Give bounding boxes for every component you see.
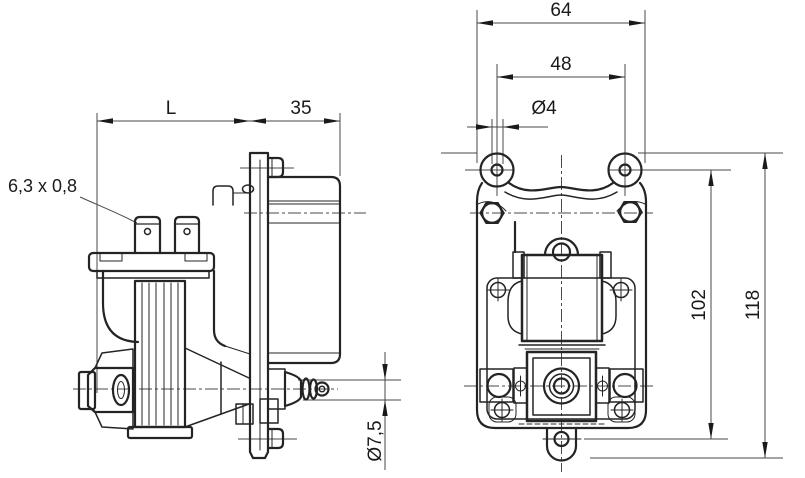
dim-35-label: 35	[290, 98, 311, 119]
dim-48-label: 48	[550, 54, 571, 75]
bracket-curve-outer	[507, 181, 615, 192]
arrow-icon	[250, 118, 266, 124]
arrow-icon	[382, 364, 388, 380]
arrow-icon	[234, 118, 250, 124]
volute-funnel	[184, 345, 251, 428]
mounting-ears	[479, 152, 643, 188]
stator-outline	[520, 253, 604, 343]
bobbin-left	[507, 280, 523, 335]
arrow-icon	[708, 170, 714, 186]
dim-64-label: 64	[550, 0, 572, 21]
dim-outlet-label: Ø7,5	[365, 420, 386, 461]
stator	[507, 220, 617, 350]
connector-lens-core	[117, 381, 125, 399]
dim-hole-label: Ø4	[531, 98, 557, 119]
cylinder-right	[609, 368, 644, 403]
ear-right	[607, 152, 643, 188]
arrow-icon	[762, 442, 768, 458]
dim-L-label: L	[166, 98, 177, 119]
motor-outline	[266, 175, 342, 365]
arrow-icon	[477, 20, 493, 26]
inlet-connector	[77, 348, 135, 430]
wing-left	[513, 367, 528, 404]
ear-right-hole	[618, 163, 632, 177]
front-view-dimensions: 64 48 Ø4 102 118	[441, 0, 783, 472]
top-ring-hole	[551, 242, 572, 262]
arrow-icon	[629, 20, 645, 26]
barb-tip	[314, 381, 330, 397]
bottom-bolt	[266, 427, 285, 450]
plate-rib	[259, 398, 279, 424]
arrow-icon	[97, 118, 113, 124]
hex-bolt-right	[617, 201, 643, 223]
bracket-curve-inner	[504, 191, 618, 200]
terminal-right-hole	[183, 227, 191, 236]
arrow-icon	[762, 153, 768, 169]
coil-body-right	[212, 269, 227, 348]
coil-cap	[87, 251, 216, 273]
connector-port	[77, 370, 97, 411]
terminal-left	[133, 215, 162, 255]
motor-housing	[266, 175, 342, 365]
side-view-pump	[77, 151, 342, 460]
barb-tip-hole	[318, 385, 326, 393]
wing-right	[595, 367, 610, 404]
block-inner	[532, 357, 591, 416]
plate-outline	[248, 151, 270, 460]
dim-118-label: 118	[743, 290, 764, 320]
block-boss-hole	[552, 377, 571, 395]
ear-left	[479, 152, 515, 188]
mounting-plate	[212, 151, 285, 460]
arrow-icon	[382, 400, 388, 416]
coil-cap-notch-right	[184, 252, 208, 262]
arrow-icon	[708, 423, 714, 439]
stator-tab-right	[599, 251, 612, 279]
lamination-stack	[126, 279, 194, 440]
front-view-pump	[475, 152, 648, 462]
plate-top-hook	[212, 185, 234, 206]
arrow-icon	[609, 74, 625, 80]
pump-block	[479, 350, 644, 425]
hex-bolt-left	[479, 202, 505, 224]
arrow-icon	[497, 74, 513, 80]
tab-outline	[545, 426, 578, 462]
stator-tab-left	[512, 251, 525, 279]
block-boss-outer	[542, 367, 581, 405]
barb-ridge	[308, 378, 319, 400]
face-plate	[486, 277, 636, 420]
spade-terminals	[133, 215, 201, 255]
plate-rivet	[241, 184, 255, 194]
top-ring	[543, 237, 580, 257]
block-boss-mid	[548, 373, 575, 399]
terminal-size-label: 6,3 x 0,8	[8, 176, 77, 196]
arrow-icon	[324, 118, 340, 124]
dim-102-label: 102	[689, 289, 710, 321]
plate-bracket	[235, 403, 254, 425]
coil-flange	[96, 270, 210, 279]
arrow-icon	[503, 124, 519, 130]
outlet-barb	[267, 368, 330, 410]
housing-outline	[475, 181, 648, 430]
side-view-dimensions: L 35 6,3 x 0,8 Ø7,5	[8, 98, 401, 470]
ear-left-hole	[490, 163, 504, 177]
bottom-tab	[542, 426, 582, 462]
arrow-icon	[476, 124, 492, 130]
connector-lens	[111, 373, 131, 407]
coil-body-left	[101, 269, 140, 344]
terminal-right	[173, 215, 201, 255]
terminal-left-hole	[143, 227, 152, 236]
connector-top-wedge	[94, 348, 134, 369]
coil-cap-notch-left	[99, 252, 123, 262]
barb-cone	[283, 370, 303, 408]
leader-line	[79, 196, 138, 224]
cylinder-left	[479, 368, 514, 403]
stack-base-plate	[126, 425, 194, 440]
hex-bolts	[479, 201, 643, 224]
bobbin-right	[601, 280, 617, 335]
connector-bottom-wedge	[94, 411, 134, 430]
